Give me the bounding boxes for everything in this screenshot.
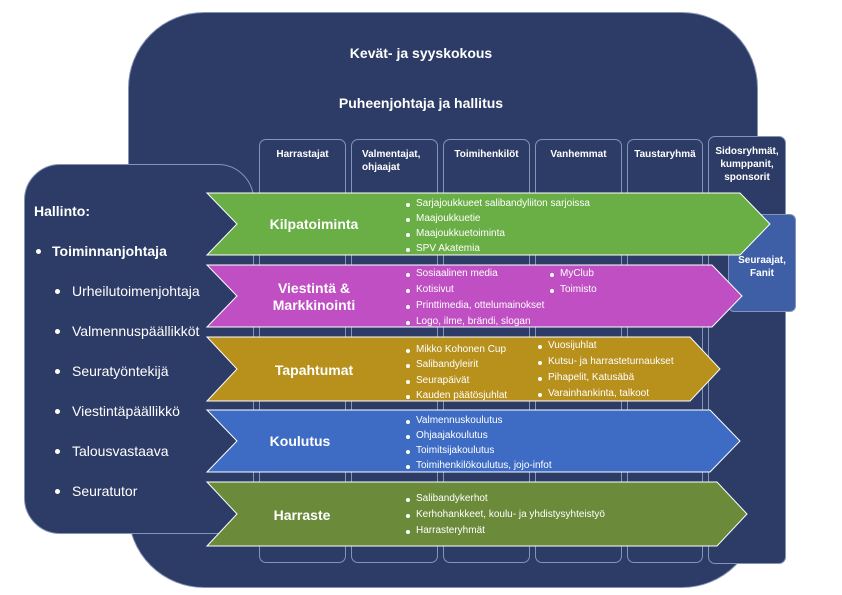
bullet-icon [406,305,410,309]
administration-title: Hallinto: [34,203,90,219]
role-item: Valmennuspäällikköt [72,323,200,339]
arrow-kilpatoiminta [205,192,771,256]
list-item: Salibandykerhot [416,493,488,504]
bullet-icon [406,530,410,534]
bullet-icon [406,233,410,237]
list-item: Toimitsijakoulutus [416,445,495,456]
arrow-label-viestinta: Viestintä & Markkinointi [250,280,378,314]
board-title: Puheenjohtaja ja hallitus [338,95,504,111]
bullet-icon [55,449,60,454]
bullet-icon [538,377,542,381]
bullet-icon [406,450,410,454]
bullet-icon [406,380,410,384]
list-item: Kauden päätösjuhlat [416,390,508,401]
arrow-tapahtumat [205,336,721,402]
role-head: Toiminnanjohtaja [52,243,167,259]
bullet-icon [55,329,60,334]
bullet-icon [406,321,410,325]
list-item: Salibandyleirit [416,359,479,370]
list-item: MyClub [560,268,594,279]
list-item: Toimihenkilökoulutus, jojo-infot [416,460,552,471]
list-item: Kutsu- ja harrasteturnaukset [548,356,674,367]
list-item: SPV Akatemia [416,243,480,254]
role-item: Seuratyöntekijä [72,363,169,379]
bullet-icon [406,465,410,469]
list-item: Maajoukkuetie [416,213,481,224]
list-item: Harrasteryhmät [416,525,485,536]
list-item: Valmennuskoulutus [416,415,503,426]
list-item: Kotisivut [416,284,454,295]
arrow-label-kilpatoiminta: Kilpatoiminta [269,216,359,232]
arrow-koulutus [205,409,741,473]
followers-label: Seuraajat, Fanit [738,255,786,279]
arrow-label-text: Viestintä & Markkinointi [272,280,356,313]
bullet-icon [406,273,410,277]
bullet-icon [406,349,410,353]
list-item: Ohjaajakoulutus [416,430,488,441]
role-item: Viestintäpäällikkö [72,403,180,419]
list-item: Maajoukkuetoiminta [416,228,505,239]
bullet-icon [406,364,410,368]
bullet-icon [406,248,410,252]
column-label: Toimihenkilöt [454,149,519,160]
role-item: Urheilutoimenjohtaja [72,283,200,299]
bullet-icon [538,345,542,349]
column-label: Sidosryhmät, kumppanit, sponsorit [715,146,779,183]
bullet-icon [406,435,410,439]
list-item: Varainhankinta, talkoot [548,388,649,399]
list-item: Seurapäivät [416,375,470,386]
bullet-icon [55,409,60,414]
meetings-title: Kevät- ja syyskokous [349,45,493,61]
column-label: Taustaryhmä [634,149,696,160]
bullet-icon [406,203,410,207]
bullet-icon [55,369,60,374]
bullet-icon [550,289,554,293]
arrow-harraste [205,481,748,547]
column-label: Vanhemmat [550,149,607,160]
role-item: Talousvastaava [72,443,169,459]
list-item: Printtimedia, ottelumainokset [416,300,545,311]
arrow-label-harraste: Harraste [273,507,331,523]
bullet-icon [406,514,410,518]
column-label: Harrastajat [276,149,329,160]
list-item: Toimisto [560,284,597,295]
bullet-icon [36,249,41,254]
bullet-icon [55,289,60,294]
list-item: Kerhohankkeet, koulu- ja yhdistysyhteist… [416,509,605,520]
bullet-icon [550,273,554,277]
list-item: Sarjajoukkueet salibandyliiton sarjoissa [416,198,590,209]
bullet-icon [406,218,410,222]
list-item: Sosiaalinen media [416,268,498,279]
list-item: Logo, ilme, brändi, slogan [416,316,531,327]
bullet-icon [55,489,60,494]
arrow-label-tapahtumat: Tapahtumat [274,362,354,378]
bullet-icon [406,395,410,399]
arrow-viestinta [205,264,743,328]
role-item: Seuratutor [72,483,138,499]
arrow-label-koulutus: Koulutus [269,433,331,449]
bullet-icon [538,361,542,365]
bullet-icon [406,289,410,293]
list-item: Pihapelit, Katusäbä [548,372,635,383]
column-label: Valmentajat, ohjaajat [362,149,421,173]
bullet-icon [406,420,410,424]
list-item: Mikko Kohonen Cup [416,344,507,355]
bullet-icon [538,393,542,397]
bullet-icon [406,498,410,502]
list-item: Vuosijuhlat [548,340,597,351]
